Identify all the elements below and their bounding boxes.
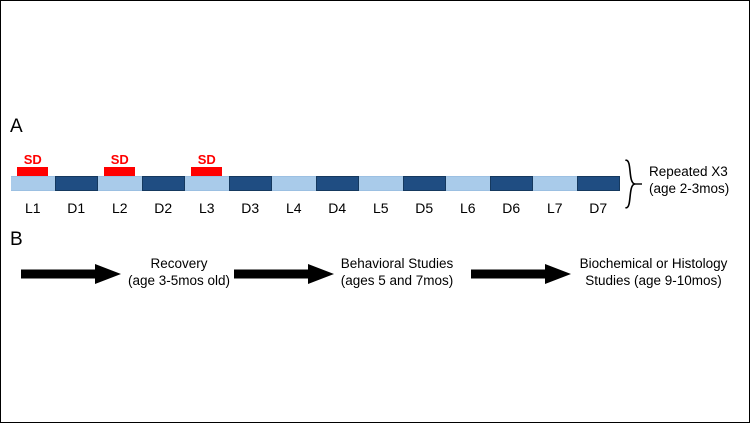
- flow-step-1-line1: Recovery: [150, 256, 208, 271]
- cycle-label-l5: L5: [372, 200, 389, 216]
- cycle-segment-l1: [11, 176, 55, 191]
- flow-step-1-label: Recovery (age 3-5mos old): [109, 255, 249, 290]
- sd-label: SD: [197, 152, 216, 167]
- cycle-label-d4: D4: [328, 200, 347, 216]
- sd-marker-l3: SD: [191, 152, 223, 176]
- cycle-segment-d7: [576, 176, 620, 191]
- cycle-segment-l7: [533, 176, 577, 191]
- cycle-label-d5: D5: [415, 200, 434, 216]
- flow-step-2-line1: Behavioral Studies: [340, 256, 454, 271]
- cycle-segment-d6: [489, 176, 533, 191]
- flow-step-2-line2: (ages 5 and 7mos): [340, 273, 454, 289]
- cycle-segment-d4: [315, 176, 359, 191]
- cycle-label-d7: D7: [589, 200, 608, 216]
- sd-bar: [104, 167, 136, 176]
- repeat-annotation: Repeated X3 (age 2-3mos): [649, 163, 749, 198]
- cycle-segment-d3: [228, 176, 272, 191]
- panel-b-letter: B: [10, 229, 23, 250]
- cycle-label-row: L1 D1 L2 D2 L3 D3 L4 D4 L5 D5 L6 D6 L7 D7: [11, 200, 620, 218]
- flow-right-arrow-icon-2: [234, 263, 334, 285]
- panel-a-letter: A: [10, 116, 23, 137]
- repeat-bracket-icon: [623, 159, 643, 209]
- cycle-label-d3: D3: [241, 200, 260, 216]
- cycle-segment-d1: [54, 176, 98, 191]
- cycle-segment-d2: [141, 176, 185, 191]
- cycle-label-l7: L7: [546, 200, 563, 216]
- flow-right-arrow-icon-3: [471, 263, 571, 285]
- flow-step-1-line2: (age 3-5mos old): [127, 273, 231, 289]
- flow-step-3-line2: Studies (age 9-10mos): [585, 273, 722, 289]
- cycle-label-l4: L4: [285, 200, 302, 216]
- cycle-label-l6: L6: [459, 200, 476, 216]
- cycle-label-l2: L2: [111, 200, 128, 216]
- repeat-annotation-line2: (age 2-3mos): [649, 181, 730, 197]
- sd-bar: [191, 167, 223, 176]
- sd-bar: [17, 167, 49, 176]
- cycle-segment-l6: [446, 176, 490, 191]
- flow-step-2-label: Behavioral Studies (ages 5 and 7mos): [321, 255, 473, 290]
- cycle-segment-l4: [272, 176, 316, 191]
- sd-label: SD: [110, 152, 129, 167]
- cycle-label-l1: L1: [24, 200, 41, 216]
- cycle-label-d1: D1: [67, 200, 86, 216]
- flow-right-arrow-icon-1: [21, 263, 121, 285]
- cycle-segment-l5: [359, 176, 403, 191]
- cycle-segment-l3: [185, 176, 229, 191]
- sd-marker-l1: SD: [17, 152, 49, 176]
- cycle-segment-d5: [402, 176, 446, 191]
- sd-label: SD: [23, 152, 42, 167]
- flow-step-3-line1: Biochemical or Histology: [579, 256, 728, 271]
- repeat-annotation-line1: Repeated X3: [649, 164, 728, 179]
- cycle-segment-l2: [98, 176, 142, 191]
- cycle-label-d2: D2: [154, 200, 173, 216]
- light-dark-cycle-bar: [11, 176, 620, 191]
- cycle-label-l3: L3: [198, 200, 215, 216]
- cycle-label-d6: D6: [502, 200, 521, 216]
- sd-marker-l2: SD: [104, 152, 136, 176]
